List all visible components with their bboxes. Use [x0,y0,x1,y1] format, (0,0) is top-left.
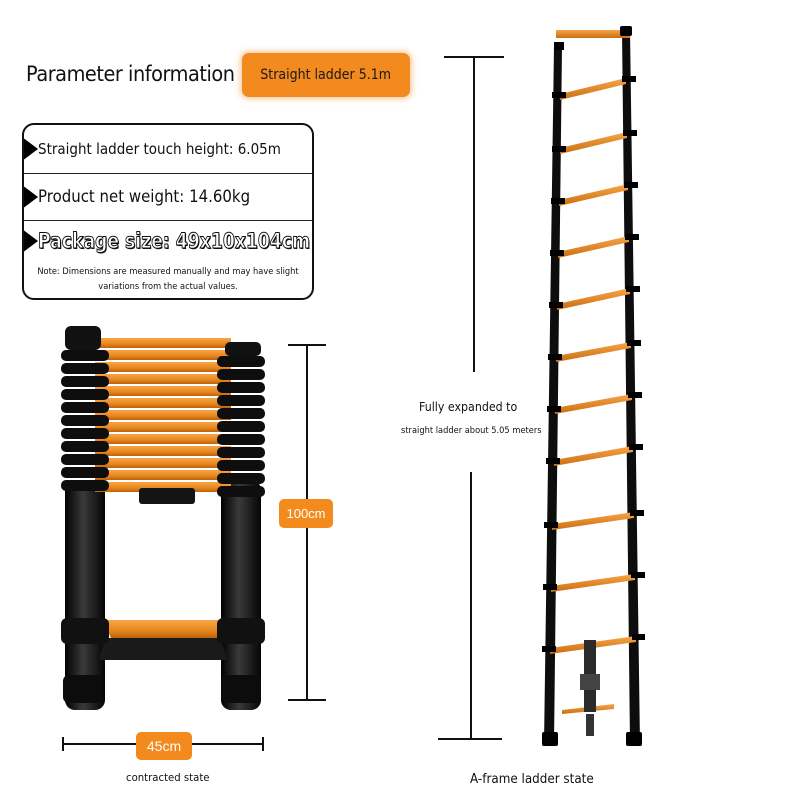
spec-touch-height: Straight ladder touch height: 6.05m [38,140,281,158]
extended-caption-line-1: Fully expanded to [419,400,518,414]
spec-row-net-weight: Product net weight: 14.60kg [24,174,312,221]
measurement-note: Note: Dimensions are measured manually a… [36,265,301,295]
row-marker-icon [24,229,38,253]
spec-package-size: Package size: 49x10x104cm [38,229,311,254]
height-dim-bottom-tick [288,699,326,701]
note-line-2: variations from the actual values. [98,282,238,292]
extended-dim-line-lower [470,472,472,738]
row-marker-icon [24,185,38,209]
width-dimension-label: 45cm [136,732,192,760]
contracted-ladder-illustration [61,326,265,710]
model-badge: Straight ladder 5.1m [242,53,410,97]
extended-dim-bottom-tick [438,738,502,740]
height-dimension-label: 100cm [279,499,333,528]
row-marker-icon [24,137,38,161]
aframe-state-caption: A-frame ladder state [470,772,594,787]
model-badge-label: Straight ladder 5.1m [260,67,392,83]
page-title: Parameter information [26,62,235,86]
contracted-state-caption: contracted state [126,771,210,784]
spec-net-weight: Product net weight: 14.60kg [38,187,251,207]
extended-ladder-illustration [542,26,645,746]
spec-row-package-size: Package size: 49x10x104cm [24,221,312,261]
extended-dim-line-upper [473,56,475,372]
extended-caption-line-2: straight ladder about 5.05 meters [401,426,542,436]
spec-panel: Straight ladder touch height: 6.05m Prod… [22,123,314,300]
spec-row-touch-height: Straight ladder touch height: 6.05m [24,125,312,174]
width-dim-right-tick [262,737,264,751]
width-dim-left-tick [62,737,64,751]
note-line-1: Note: Dimensions are measured manually a… [37,267,299,277]
